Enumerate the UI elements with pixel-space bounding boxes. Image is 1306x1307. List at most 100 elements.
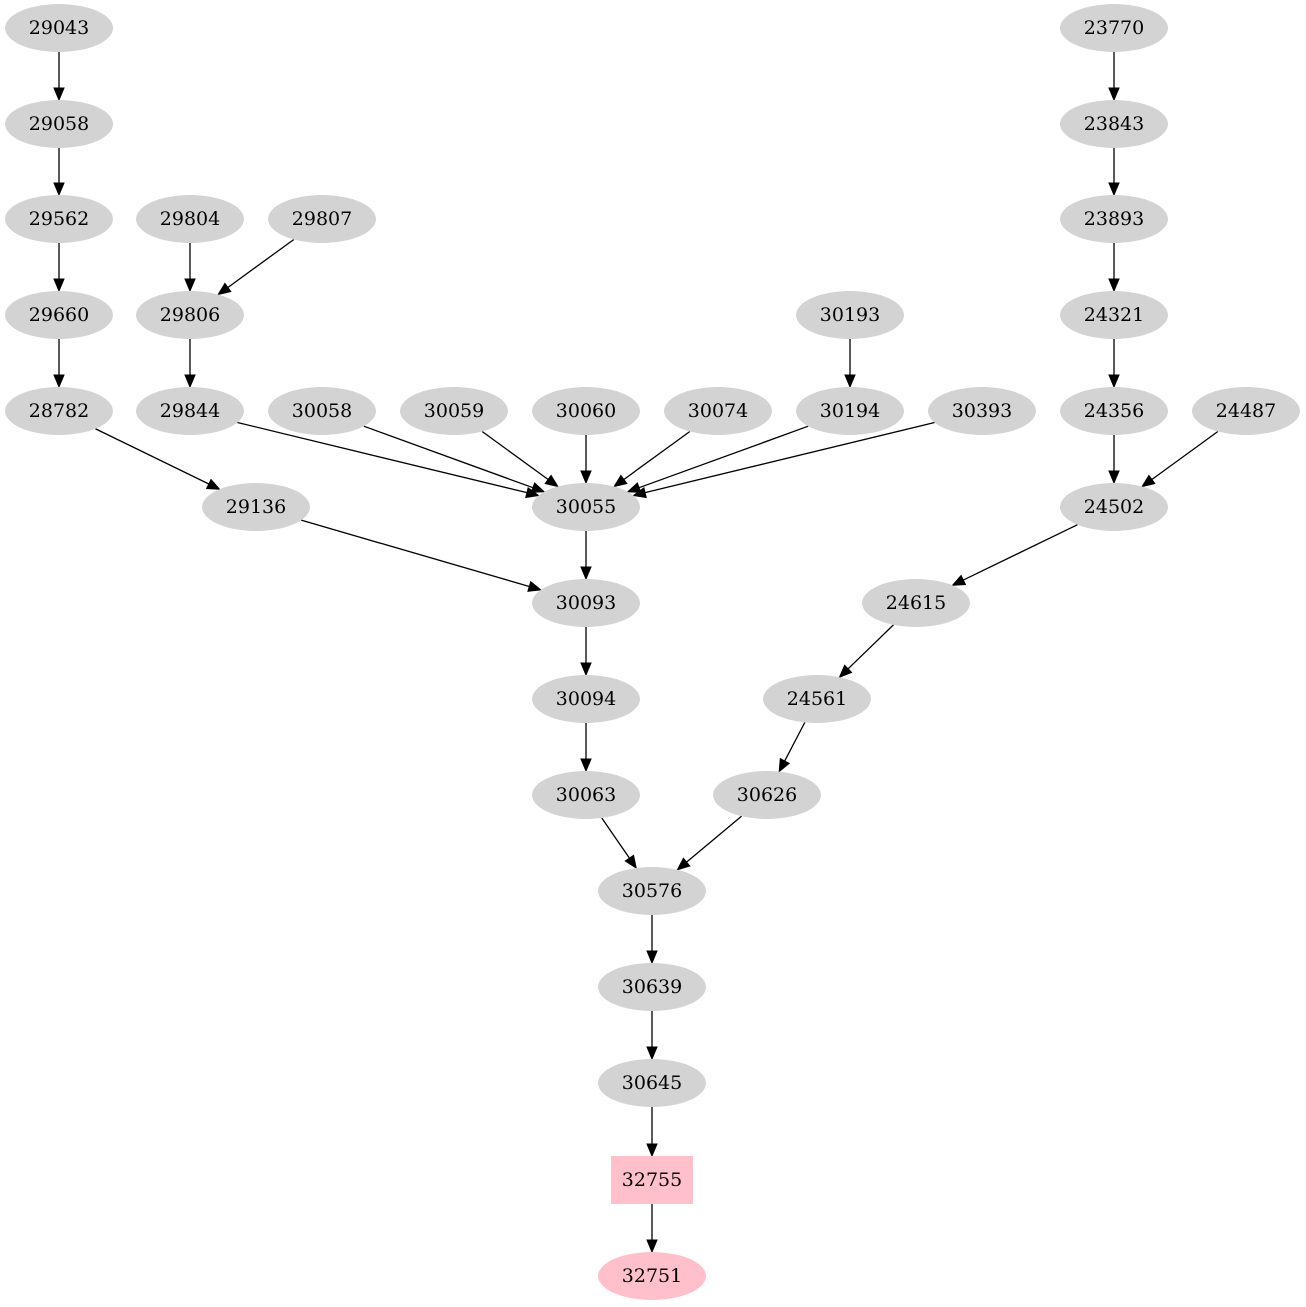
arrowhead-icon (1108, 87, 1120, 102)
graph-node-30639[interactable]: 30639 (598, 963, 706, 1011)
node-ellipse (928, 387, 1036, 435)
edge-30094-30063 (580, 723, 592, 773)
edge-line (784, 722, 806, 762)
node-label: 23770 (1084, 17, 1144, 39)
graph-node-23770[interactable]: 23770 (1060, 4, 1168, 52)
node-ellipse (202, 483, 310, 531)
graph-node-29807[interactable]: 29807 (268, 195, 376, 243)
node-label: 32755 (622, 1169, 682, 1191)
node-label: 30194 (820, 400, 880, 422)
graph-node-29043[interactable]: 29043 (5, 4, 113, 52)
graph-node-32755[interactable]: 32755 (611, 1156, 693, 1204)
node-label: 29562 (29, 208, 89, 230)
edge-32755-32751 (646, 1204, 658, 1254)
edge-28782-29136 (95, 428, 221, 490)
edge-24321-24356 (1108, 339, 1120, 389)
graph-node-30393[interactable]: 30393 (928, 387, 1036, 435)
edge-line (1151, 430, 1219, 480)
graph-node-30645[interactable]: 30645 (598, 1059, 706, 1107)
node-label: 30193 (820, 304, 880, 326)
node-ellipse (598, 1059, 706, 1107)
node-label: 29806 (160, 304, 220, 326)
node-ellipse (598, 963, 706, 1011)
edge-line (301, 519, 530, 588)
arrowhead-icon (838, 664, 853, 679)
arrowhead-icon (53, 182, 65, 197)
graph-node-29136[interactable]: 29136 (202, 483, 310, 531)
graph-node-30193[interactable]: 30193 (796, 291, 904, 339)
edge-30645-32755 (646, 1107, 658, 1158)
edges-layer (53, 52, 1219, 1254)
arrowhead-icon (624, 854, 637, 870)
edge-30055-30093 (580, 531, 592, 581)
node-label: 32751 (622, 1265, 682, 1287)
arrowhead-icon (53, 374, 65, 389)
node-label: 29136 (226, 496, 286, 518)
node-label: 24502 (1084, 496, 1144, 518)
graph-node-30094[interactable]: 30094 (532, 675, 640, 723)
edge-29562-29660 (53, 243, 65, 293)
edge-30074-30055 (613, 430, 691, 488)
arrowhead-icon (527, 580, 543, 592)
node-label: 24615 (886, 592, 946, 614)
edge-29136-30093 (301, 519, 543, 592)
node-ellipse (763, 675, 871, 723)
graph-node-24321[interactable]: 24321 (1060, 291, 1168, 339)
graph-node-29804[interactable]: 29804 (136, 195, 244, 243)
node-ellipse (532, 675, 640, 723)
graph-node-30059[interactable]: 30059 (400, 387, 508, 435)
node-ellipse (136, 291, 244, 339)
graph-node-29660[interactable]: 29660 (5, 291, 113, 339)
arrowhead-icon (646, 950, 658, 965)
graph-node-24356[interactable]: 24356 (1060, 387, 1168, 435)
graph-node-32751[interactable]: 32751 (598, 1252, 706, 1300)
graph-node-30058[interactable]: 30058 (268, 387, 376, 435)
graph-node-30060[interactable]: 30060 (532, 387, 640, 435)
graph-node-23843[interactable]: 23843 (1060, 100, 1168, 148)
graph-node-30074[interactable]: 30074 (664, 387, 772, 435)
node-ellipse (664, 387, 772, 435)
arrowhead-icon (951, 574, 967, 586)
graph-node-24487[interactable]: 24487 (1192, 387, 1300, 435)
node-label: 29807 (292, 208, 352, 230)
node-label: 30576 (622, 880, 682, 902)
node-label: 29804 (160, 208, 220, 230)
graph-node-24615[interactable]: 24615 (862, 579, 970, 627)
edge-line (601, 817, 630, 859)
arrowhead-icon (580, 758, 592, 773)
edge-29043-29058 (53, 52, 65, 102)
graph-node-30093[interactable]: 30093 (532, 579, 640, 627)
edge-30639-30645 (646, 1011, 658, 1061)
node-label: 30645 (622, 1072, 682, 1094)
graph-node-30576[interactable]: 30576 (598, 867, 706, 915)
graph-node-28782[interactable]: 28782 (5, 387, 113, 435)
arrowhead-icon (1108, 182, 1120, 197)
edge-29660-28782 (53, 339, 65, 389)
node-label: 28782 (29, 400, 89, 422)
graph-node-30194[interactable]: 30194 (796, 387, 904, 435)
graph-node-29806[interactable]: 29806 (136, 291, 244, 339)
edge-30059-30055 (481, 430, 559, 488)
graph-node-29844[interactable]: 29844 (136, 387, 244, 435)
node-label: 30639 (622, 976, 682, 998)
node-ellipse (598, 1252, 706, 1300)
graph-node-24561[interactable]: 24561 (763, 675, 871, 723)
graph-node-30055[interactable]: 30055 (532, 483, 640, 531)
node-ellipse (532, 579, 640, 627)
node-label: 30093 (556, 592, 616, 614)
node-ellipse (136, 387, 244, 435)
arrowhead-icon (205, 478, 221, 490)
graph-node-24502[interactable]: 24502 (1060, 483, 1168, 531)
graph-node-23893[interactable]: 23893 (1060, 195, 1168, 243)
edge-line (963, 524, 1078, 581)
edge-23770-23843 (1108, 52, 1120, 102)
arrowhead-icon (184, 374, 196, 389)
graph-node-29562[interactable]: 29562 (5, 195, 113, 243)
node-ellipse (268, 387, 376, 435)
node-label: 29660 (29, 304, 89, 326)
graph-node-30626[interactable]: 30626 (713, 771, 821, 819)
arrowhead-icon (544, 474, 559, 488)
graph-node-29058[interactable]: 29058 (5, 100, 113, 148)
graph-node-30063[interactable]: 30063 (532, 771, 640, 819)
